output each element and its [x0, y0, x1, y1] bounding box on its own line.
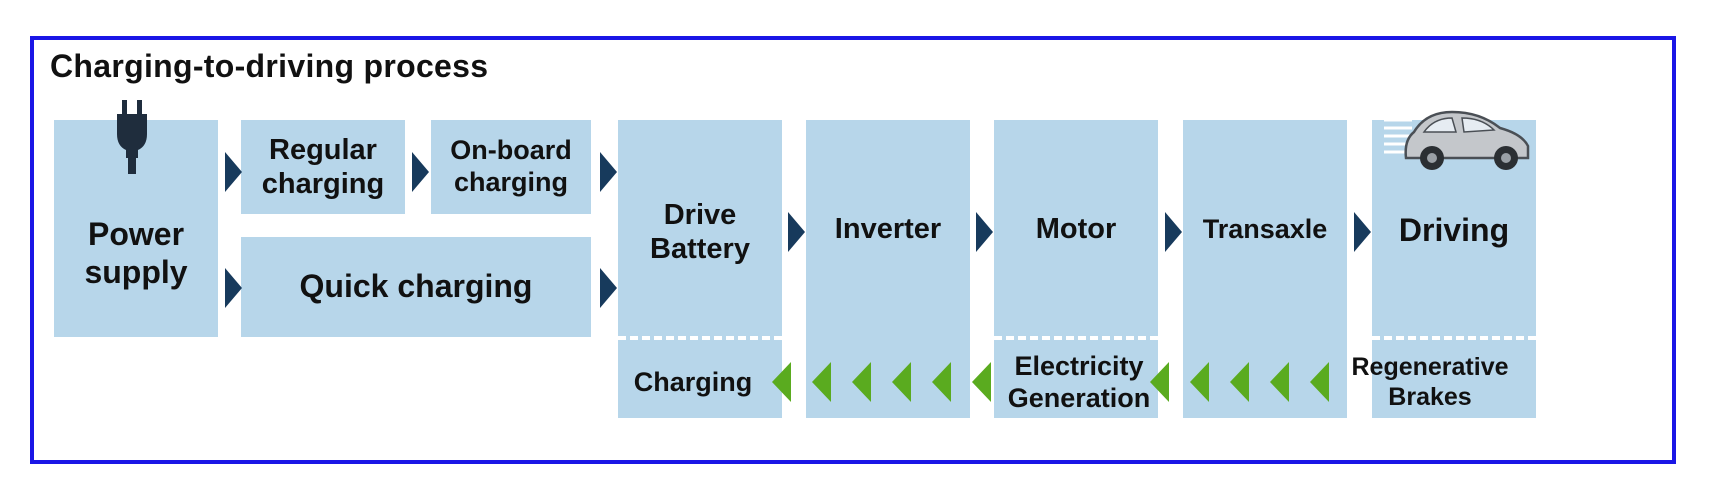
- electricity-generation-line-1: Electricity: [1014, 350, 1144, 381]
- plug-icon: [117, 100, 147, 174]
- quick-charging-label: Quick charging: [299, 268, 533, 305]
- regen-arrow: [1310, 362, 1329, 402]
- onboard-charging-line-1: On-board: [450, 135, 572, 166]
- regular-charging-line-2: charging: [261, 168, 385, 200]
- regen-arrow: [1190, 362, 1209, 402]
- electricity-generation-line-2: Generation: [1007, 383, 1151, 413]
- quick-charging-box: Quick charging: [241, 237, 591, 337]
- regen-arrow: [1270, 362, 1289, 402]
- separator-driving: [1372, 336, 1536, 340]
- regenerative-brakes-line-1: Regenerative: [1351, 353, 1509, 381]
- onboard-charging-line-2: charging: [453, 167, 568, 197]
- arrow-battery-to-inverter: [788, 212, 805, 252]
- diagram-title: Charging-to-driving process: [50, 48, 489, 84]
- drive-battery-line-1: Drive: [663, 199, 737, 231]
- arrow-quick-to-battery: [600, 268, 617, 308]
- electricity-generation-label: Electricity Generation: [994, 346, 1164, 418]
- separator-motor: [994, 336, 1158, 340]
- power-supply-line-2: supply: [84, 253, 188, 290]
- regen-charging-label: Charging: [618, 346, 768, 418]
- regen-charging-text: Charging: [633, 366, 753, 397]
- arrow-onboard-to-battery: [600, 152, 617, 192]
- regen-arrow: [1230, 362, 1249, 402]
- arrow-power-to-regular: [225, 152, 242, 192]
- arrow-power-to-quick: [225, 268, 242, 308]
- transaxle-label: Transaxle: [1202, 214, 1328, 244]
- motor-box: Motor: [994, 120, 1158, 418]
- regen-arrow: [772, 362, 791, 402]
- arrow-motor-to-transaxle: [1165, 212, 1182, 252]
- onboard-charging-box: On-board charging: [431, 120, 591, 214]
- regenerative-brakes-line-2: Brakes: [1388, 383, 1472, 411]
- inverter-label: Inverter: [834, 213, 942, 245]
- regen-arrow: [1150, 362, 1169, 402]
- arrow-inverter-to-motor: [976, 212, 993, 252]
- driving-label: Driving: [1398, 212, 1510, 248]
- regen-arrow: [852, 362, 871, 402]
- regen-arrow: [932, 362, 951, 402]
- regen-arrow: [972, 362, 991, 402]
- regular-charging-line-1: Regular: [269, 133, 377, 166]
- arrow-transaxle-to-driving: [1354, 212, 1371, 252]
- separator-battery: [618, 336, 782, 340]
- drive-battery-box: Drive Battery: [618, 120, 782, 418]
- regular-charging-box: Regular charging: [241, 120, 405, 214]
- diagram-frame: Charging-to-driving process Power supply…: [30, 36, 1676, 464]
- drive-battery-line-2: Battery: [650, 233, 750, 266]
- regenerative-brakes-label: Regenerative Brakes: [1330, 346, 1530, 418]
- power-supply-line-1: Power: [87, 215, 185, 252]
- regen-arrow: [812, 362, 831, 402]
- arrow-regular-to-onboard: [412, 152, 429, 192]
- car-icon: [1384, 110, 1530, 170]
- motor-label: Motor: [1035, 213, 1117, 245]
- regen-arrow: [892, 362, 911, 402]
